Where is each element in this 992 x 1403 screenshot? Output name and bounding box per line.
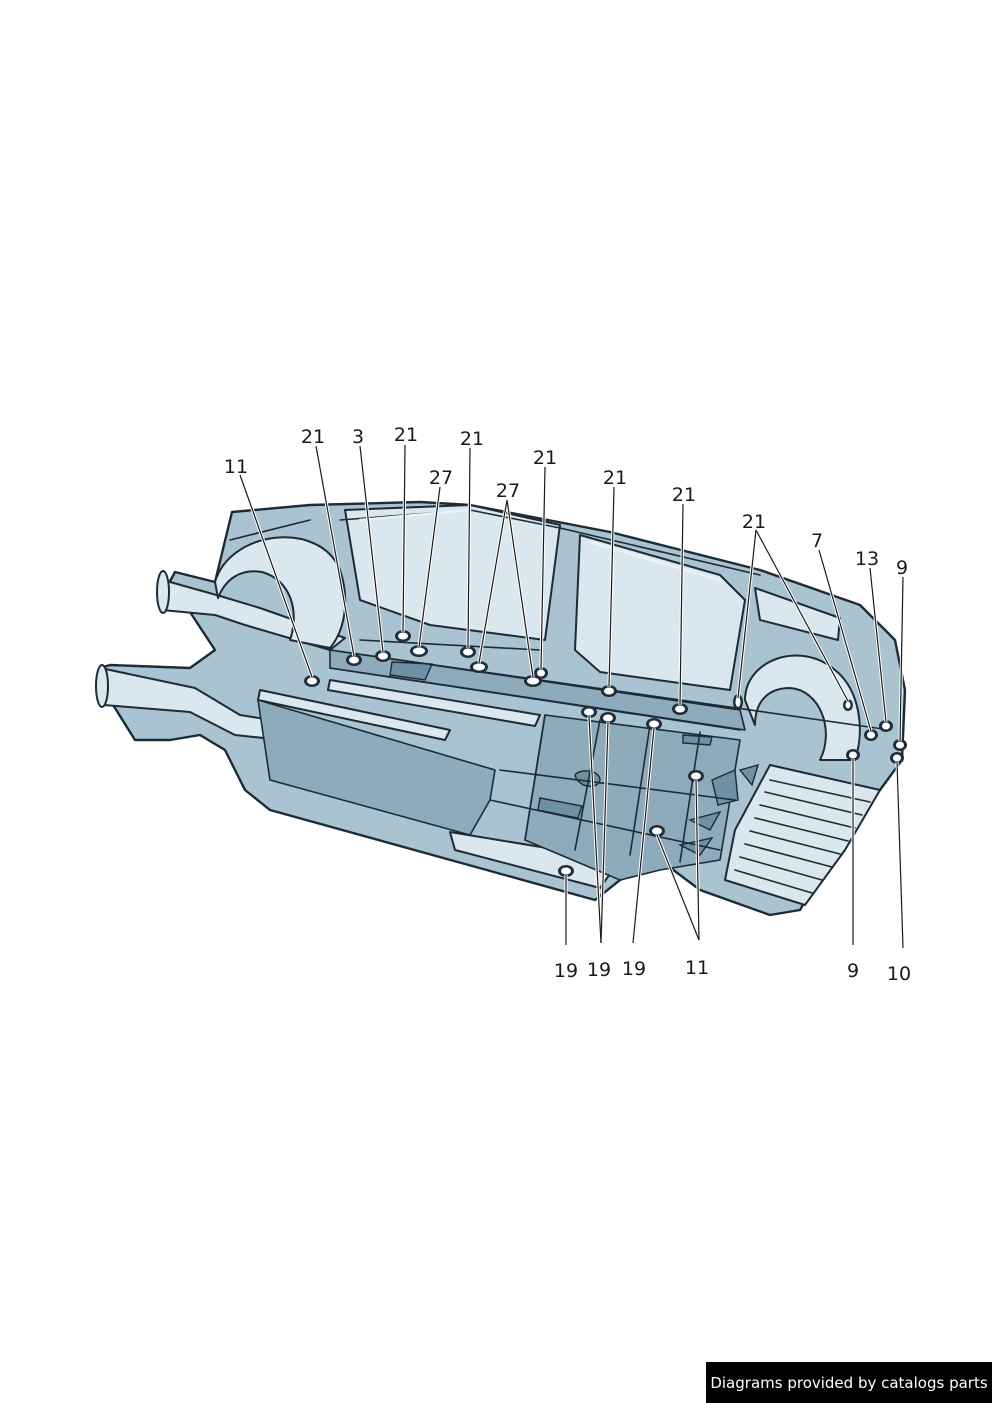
front-floor-pocket-5 [688, 810, 722, 831]
plug [672, 703, 688, 715]
callout-label: 21 [603, 467, 627, 489]
watermark-text: Diagrams provided by catalogs parts [710, 1373, 988, 1392]
callout-label: 13 [855, 548, 879, 570]
leader-lines [238, 444, 905, 949]
callout-label: 11 [685, 957, 709, 979]
callout-label: 27 [496, 480, 520, 502]
sill-cutout-2 [682, 734, 713, 746]
front-ribs [734, 779, 871, 894]
plug [410, 645, 428, 657]
plug [646, 718, 662, 730]
plug [733, 694, 743, 710]
plug [460, 646, 476, 658]
floor-pan-illustration [95, 500, 907, 917]
plug [649, 825, 665, 837]
plug [890, 752, 904, 764]
callout-label: 19 [587, 959, 611, 981]
callout-label: 21 [460, 428, 484, 450]
front-floor-pocket-3 [711, 768, 739, 806]
callout-label: 19 [554, 960, 578, 982]
front-ribbed-panel [724, 764, 881, 906]
plug [558, 865, 574, 877]
callout-label: 21 [394, 424, 418, 446]
floor-well-rear [754, 587, 841, 641]
callout-label: 11 [224, 456, 248, 478]
plug [534, 667, 548, 679]
plug [375, 650, 391, 662]
plug [395, 630, 411, 642]
callout-label: 27 [429, 467, 453, 489]
plug [600, 712, 616, 724]
plug [843, 699, 853, 711]
plug [581, 706, 597, 718]
callout-label: 10 [887, 963, 911, 985]
callout-label: 9 [847, 960, 859, 982]
floor-tunnel-left [257, 689, 451, 741]
plug [470, 661, 488, 673]
plug [846, 749, 860, 761]
callout-labels: 21 3 21 21 21 11 27 27 21 21 21 7 13 9 1… [224, 424, 911, 985]
callout-label: 9 [896, 557, 908, 579]
callout-label: 21 [742, 511, 766, 533]
rear-rail-end-lower [95, 664, 109, 708]
front-floor-pocket-4 [738, 763, 760, 787]
watermark-banner: Diagrams provided by catalogs parts [706, 1362, 992, 1403]
callout-label: 7 [811, 530, 823, 552]
front-floor-pocket-1 [537, 797, 583, 819]
floor-well-middle [574, 534, 746, 691]
plug [864, 729, 878, 741]
callout-label: 21 [533, 447, 557, 469]
plugs [304, 630, 907, 877]
callout-label: 19 [622, 958, 646, 980]
plug [893, 739, 907, 751]
callout-label: 21 [301, 426, 325, 448]
plug [879, 720, 893, 732]
callout-label: 21 [672, 484, 696, 506]
rear-floor-recess [257, 699, 496, 836]
plug [601, 685, 617, 697]
rear-wheel-arch [214, 536, 347, 649]
floor-tunnel-right [327, 679, 541, 727]
plug [346, 654, 362, 666]
plug [304, 675, 320, 687]
plug [688, 770, 704, 782]
callout-label: 3 [352, 426, 364, 448]
rear-rail-end-upper [156, 570, 170, 614]
